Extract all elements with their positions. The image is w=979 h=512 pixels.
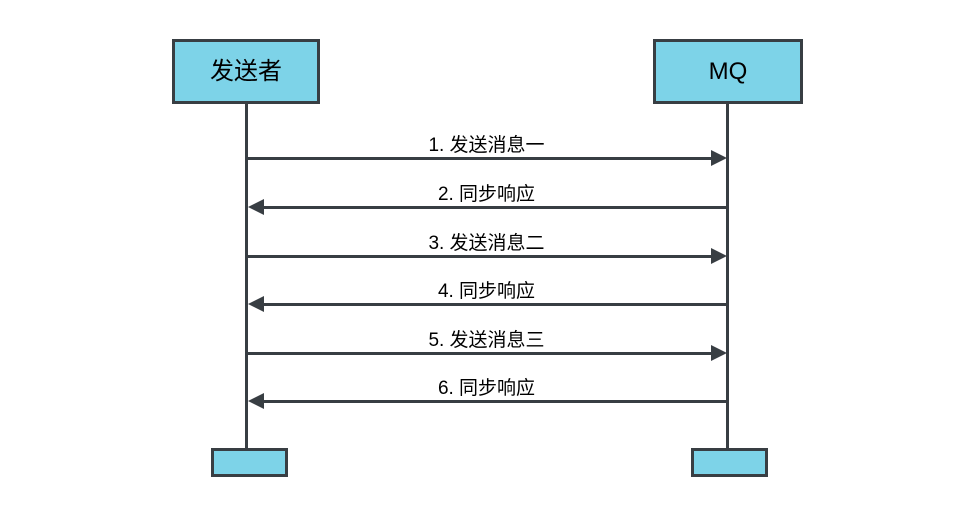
message-line-3 <box>246 255 721 258</box>
participant-label-mq: MQ <box>708 57 748 85</box>
message-label-5: 5. 发送消息三 <box>428 330 545 351</box>
message-arrowhead-6 <box>248 393 264 409</box>
message-arrowhead-1 <box>711 150 727 166</box>
message-label-3: 3. 发送消息二 <box>428 233 545 254</box>
message-label-1: 1. 发送消息一 <box>428 135 545 156</box>
message-line-5 <box>246 352 721 355</box>
message-label-6: 6. 同步响应 <box>437 378 536 399</box>
terminator-box-sender[interactable] <box>211 448 288 477</box>
message-line-6 <box>252 400 727 403</box>
terminator-box-mq[interactable] <box>691 448 768 477</box>
message-label-2: 2. 同步响应 <box>437 184 536 205</box>
participant-box-mq[interactable]: MQ <box>653 39 803 104</box>
participant-label-sender: 发送者 <box>210 57 282 85</box>
message-arrowhead-2 <box>248 199 264 215</box>
message-line-4 <box>252 303 727 306</box>
message-arrowhead-5 <box>711 345 727 361</box>
participant-box-sender[interactable]: 发送者 <box>172 39 320 104</box>
message-arrowhead-3 <box>711 248 727 264</box>
message-arrowhead-4 <box>248 296 264 312</box>
lifeline-mq <box>726 104 729 450</box>
message-label-4: 4. 同步响应 <box>437 281 536 302</box>
message-line-1 <box>246 157 721 160</box>
lifeline-sender <box>245 104 248 450</box>
message-line-2 <box>252 206 727 209</box>
